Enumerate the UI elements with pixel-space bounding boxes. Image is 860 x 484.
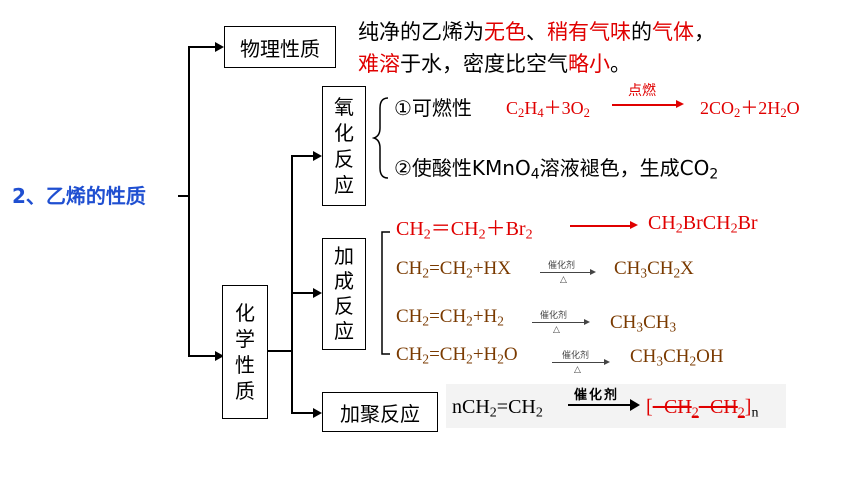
physical-properties-box: 物理性质 [224, 26, 336, 68]
h2o-catalyst-label: 催化剂 [562, 351, 590, 361]
oxidation-brace [372, 97, 389, 179]
physical-description-line2: 难溶于水，密度比空气略小。 [358, 52, 631, 76]
polymerization-reaction-box: 加聚反应 [322, 392, 438, 432]
arrow-physical [215, 42, 224, 52]
polymerization-equation-bg [446, 384, 786, 428]
physical-properties-label: 物理性质 [240, 36, 320, 61]
hx-heat-label: △ [560, 275, 567, 285]
bromine-addition-reactants: CH2＝CH2＋Br2 [396, 218, 533, 243]
chem-bracket-top [291, 155, 315, 157]
hx-catalyst-label: 催化剂 [548, 261, 576, 271]
physical-description-line1: 纯净的乙烯为无色、稍有气味的气体， [358, 20, 715, 44]
combustion-item: ①可燃性 [394, 92, 472, 121]
h2-arrow [532, 319, 590, 325]
hx-arrow [540, 269, 596, 275]
polymerization-product: [−CH2−CH2]n [646, 396, 759, 421]
arrow-oxidation [313, 151, 322, 161]
main-bracket-top [188, 46, 218, 48]
chem-bracket-vertical [291, 155, 293, 413]
polymerization-catalyst-label: 催化剂 [574, 388, 620, 403]
polymerization-reactant: nCH2=CH2 [452, 396, 543, 421]
page-title: 2、乙烯的性质 [12, 184, 146, 208]
main-bracket-stem [178, 195, 190, 197]
h2o-addition-reactants: CH2=CH2+H2O [396, 344, 518, 367]
bromine-arrow-head [630, 221, 638, 229]
bromine-addition-product: CH2BrCH2Br [648, 212, 758, 237]
addition-brace [381, 231, 390, 355]
oxidation-reaction-box: 氧化反应 [322, 86, 366, 206]
h2-heat-label: △ [553, 325, 560, 335]
h2o-heat-label: △ [574, 365, 581, 375]
chem-bracket-stem [268, 350, 292, 352]
combustion-condition: 点燃 [628, 83, 656, 99]
arrow-polymerization [313, 408, 322, 418]
kmno4-item: ②使酸性KMnO4溶液褪色，生成CO2 [394, 156, 719, 183]
main-bracket-vertical [188, 46, 190, 356]
combustion-reactants: C2H4＋3O2 [506, 98, 590, 121]
h2o-addition-product: CH3CH2OH [630, 346, 724, 369]
combustion-label: ①可燃性 [394, 96, 472, 120]
hx-addition-product: CH3CH2X [614, 258, 694, 281]
h2-addition-product: CH3CH3 [610, 312, 677, 335]
addition-reaction-box: 加成反应 [322, 238, 366, 350]
combustion-products: 2CO2＋2H2O [700, 98, 800, 121]
arrow-addition [313, 288, 322, 298]
chemical-properties-box: 化学性质 [222, 285, 268, 419]
chem-bracket-mid [291, 292, 315, 294]
arrow-chemical [215, 351, 224, 361]
polymerization-arrow [568, 404, 632, 406]
combustion-arrow-head [676, 100, 684, 108]
h2-catalyst-label: 催化剂 [540, 311, 568, 321]
hx-addition-reactants: CH2=CH2+HX [396, 258, 511, 281]
h2-addition-reactants: CH2=CH2+H2 [396, 306, 504, 329]
chem-bracket-bottom [291, 412, 315, 414]
h2o-arrow [552, 359, 610, 365]
polymerization-arrow-head [630, 399, 640, 411]
bromine-arrow [570, 225, 632, 227]
main-bracket-bottom [188, 355, 218, 357]
combustion-arrow [612, 104, 678, 106]
